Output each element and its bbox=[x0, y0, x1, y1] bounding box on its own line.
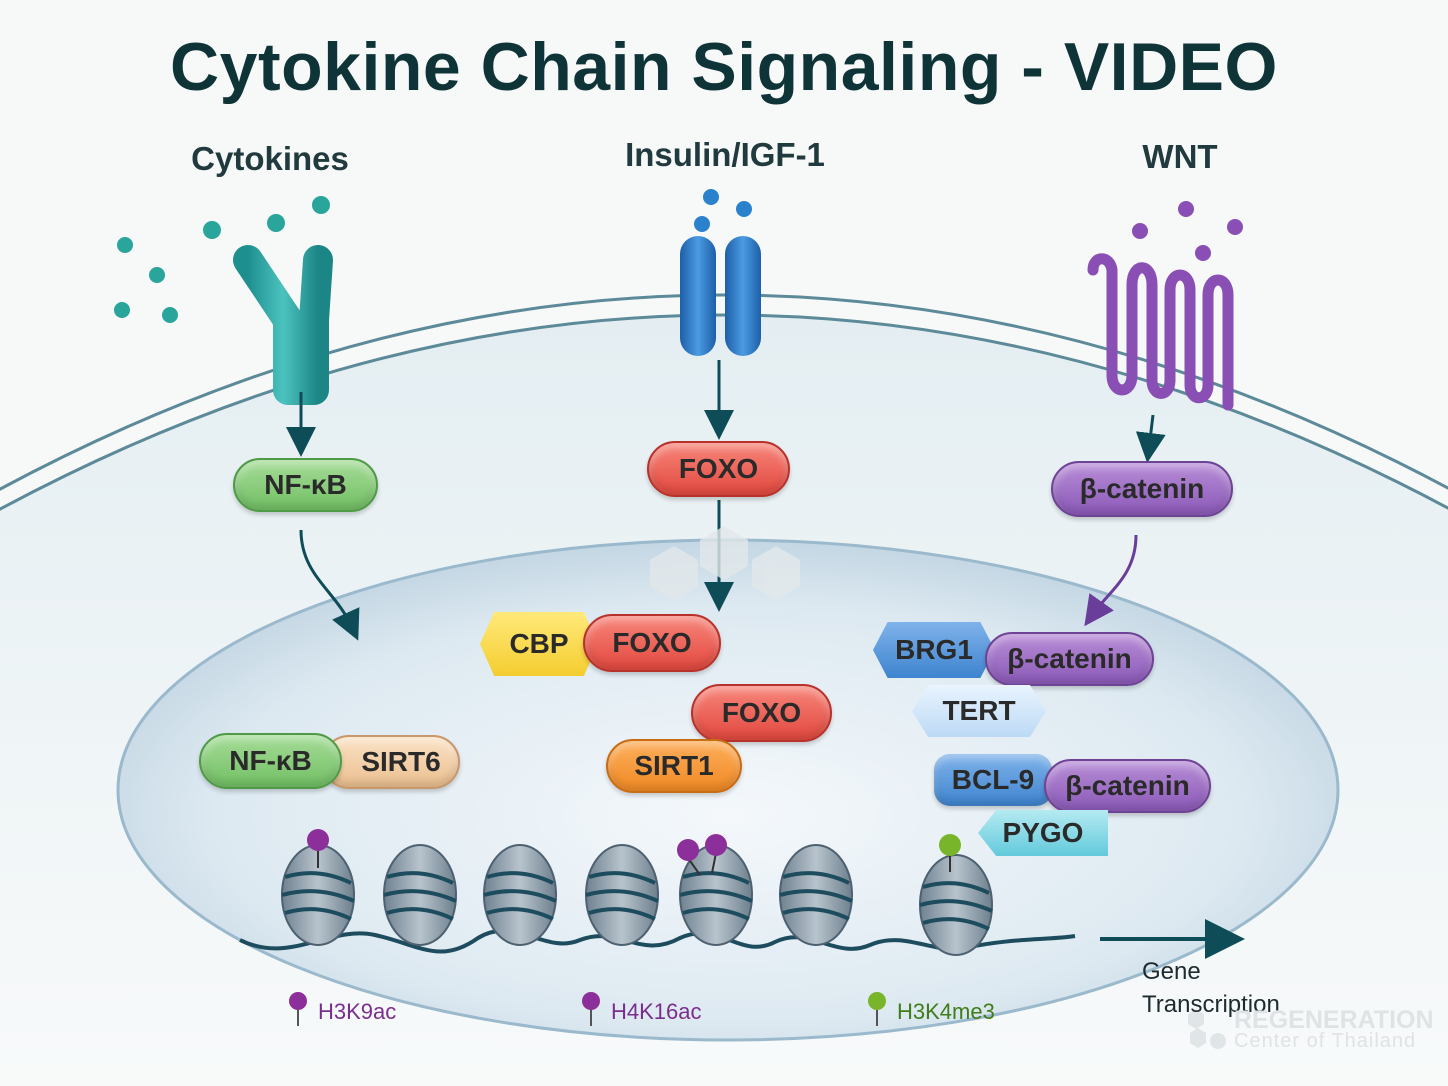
foxo-nucleus-1: FOXO bbox=[583, 614, 721, 672]
legend-icon-h4k16ac bbox=[582, 992, 600, 1026]
nucleosome bbox=[585, 844, 659, 946]
pygo: PYGO bbox=[978, 810, 1108, 856]
nucleosome bbox=[483, 844, 557, 946]
label-insulin-igf1: Insulin/IGF-1 bbox=[625, 136, 825, 173]
nucleosome bbox=[281, 844, 355, 946]
nfkb-nucleus: NF-κB bbox=[199, 733, 342, 789]
beta-catenin-nucleus-1: β-catenin bbox=[985, 632, 1154, 686]
nucleosomes bbox=[281, 844, 993, 956]
cytokine-receptor bbox=[233, 245, 333, 405]
gene-label-line2: Transcription bbox=[1142, 991, 1280, 1018]
nucleosome bbox=[779, 844, 853, 946]
legend-icon-h3k4me3 bbox=[868, 992, 886, 1026]
gene-transcription-label: Gene Transcription bbox=[1142, 955, 1280, 1021]
tert: TERT bbox=[912, 685, 1046, 737]
insulin-ligands bbox=[694, 189, 752, 232]
wnt-receptor bbox=[1087, 253, 1234, 411]
beta-catenin-cytoplasm: β-catenin bbox=[1051, 461, 1233, 517]
bcl9: BCL-9 bbox=[934, 754, 1052, 806]
legend-h3k9ac: H3K9ac bbox=[318, 999, 397, 1024]
arrow-cytokine-nucleus bbox=[299, 529, 360, 641]
label-cytokines: Cytokines bbox=[191, 140, 349, 177]
mark-h4k16ac bbox=[705, 834, 727, 874]
wnt-ligands bbox=[1132, 201, 1243, 261]
nucleosome bbox=[919, 854, 993, 956]
insulin-receptor-left bbox=[680, 236, 716, 356]
beta-catenin-nucleus-2: β-catenin bbox=[1044, 759, 1211, 813]
nucleosome bbox=[679, 844, 753, 946]
center-watermark-hexagons bbox=[650, 526, 800, 600]
label-wnt: WNT bbox=[1142, 138, 1218, 175]
mark-h3k9ac bbox=[307, 829, 329, 868]
sirt6: SIRT6 bbox=[322, 735, 460, 789]
mark-h4k16ac bbox=[677, 839, 701, 876]
cell-membrane-outer bbox=[0, 293, 1448, 491]
histone-marks bbox=[307, 829, 961, 876]
mark-h3k4me3 bbox=[939, 834, 961, 872]
legend-h4k16ac: H4K16ac bbox=[611, 999, 702, 1024]
legend-h3k4me3: H3K4me3 bbox=[897, 999, 995, 1024]
watermark-logo-icon bbox=[1188, 1009, 1226, 1049]
page-title: Cytokine Chain Signaling - VIDEO bbox=[170, 29, 1278, 105]
gene-label-line1: Gene bbox=[1142, 958, 1201, 985]
legend-icon-h3k9ac bbox=[289, 992, 307, 1026]
brg1: BRG1 bbox=[873, 622, 995, 678]
watermark-line2: Center of Thailand bbox=[1234, 1030, 1417, 1052]
nfkb-cytoplasm: NF-κB bbox=[233, 458, 378, 512]
nucleosome bbox=[383, 844, 457, 946]
cbp: CBP bbox=[480, 612, 598, 676]
cell-membrane-inner bbox=[0, 313, 1448, 511]
dna-strand bbox=[239, 928, 1076, 954]
sirt1: SIRT1 bbox=[606, 739, 742, 793]
watermark-line1: REGENERATION bbox=[1234, 1006, 1434, 1034]
arrow-wnt-down bbox=[1135, 414, 1166, 463]
insulin-receptor-right bbox=[725, 236, 761, 356]
foxo-cytoplasm: FOXO bbox=[647, 441, 790, 497]
foxo-nucleus-2: FOXO bbox=[691, 684, 832, 742]
cytokine-ligands bbox=[114, 196, 330, 323]
arrow-wnt-nucleus bbox=[1084, 534, 1138, 627]
